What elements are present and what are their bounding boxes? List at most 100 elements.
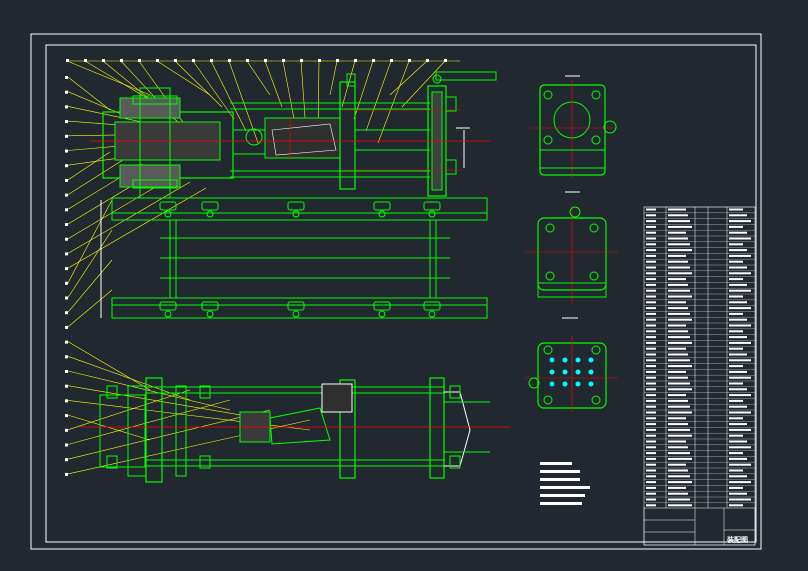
bolt-hole xyxy=(575,357,581,363)
bottom-section-view xyxy=(80,377,510,483)
table-row-text xyxy=(729,469,743,472)
table-row-text xyxy=(668,301,686,304)
table-row-text xyxy=(668,440,686,443)
leader-line xyxy=(67,289,113,328)
bolt-hole xyxy=(588,381,594,387)
bolt-hole xyxy=(591,395,601,405)
balloon-marker xyxy=(372,59,375,62)
table-row-text xyxy=(646,283,656,286)
balloon-marker xyxy=(444,59,447,62)
table-row-text xyxy=(668,394,686,397)
table-row-text xyxy=(729,486,743,489)
balloon-marker xyxy=(102,59,105,62)
table-row-text xyxy=(729,481,751,484)
table-row-text xyxy=(668,254,686,257)
table-row-text xyxy=(668,341,692,344)
clamp-block xyxy=(423,201,441,211)
table-row-text xyxy=(668,260,688,263)
balloon-marker xyxy=(210,59,213,62)
table-row-text xyxy=(668,457,692,460)
clamp-block xyxy=(287,201,305,211)
balloon-marker xyxy=(318,59,321,62)
table-row-text xyxy=(646,318,656,321)
bolt-hole xyxy=(562,369,568,375)
table-row-text xyxy=(729,272,751,275)
bolt-hole xyxy=(543,395,553,405)
table-row-text xyxy=(729,394,751,397)
bolt-hole xyxy=(588,369,594,375)
table-row-text xyxy=(668,492,688,495)
table-row-text xyxy=(646,376,656,379)
clamp-bolt xyxy=(292,310,300,318)
table-row-text xyxy=(729,283,747,286)
table-row-text xyxy=(668,243,690,246)
lower-rail xyxy=(111,297,488,319)
table-row-text xyxy=(729,208,743,211)
table-row-text xyxy=(646,365,656,368)
leader-line xyxy=(67,229,113,298)
clamp-block xyxy=(201,301,219,311)
table-row-text xyxy=(668,399,688,402)
table-row-text xyxy=(729,307,751,310)
bolt-hole xyxy=(543,90,553,100)
rail-assembly-view xyxy=(100,197,488,319)
table-row-text xyxy=(729,457,747,460)
balloon-marker xyxy=(408,59,411,62)
leader-line xyxy=(389,60,428,96)
leader-line xyxy=(282,60,295,120)
leader-line xyxy=(264,60,283,108)
bolt-hole xyxy=(543,345,553,355)
leader-line xyxy=(365,60,392,132)
table-row-text xyxy=(729,353,747,356)
table-row-text xyxy=(668,208,686,211)
side-view-bottom xyxy=(525,317,618,412)
table-row-text xyxy=(668,365,692,368)
table-row-text xyxy=(668,318,692,321)
bolt-hole xyxy=(575,381,581,387)
table-row-text xyxy=(646,341,656,344)
table-row-text xyxy=(668,469,688,472)
cylinder-hatch-lower xyxy=(119,164,181,188)
note-line xyxy=(540,462,572,465)
table-row-text xyxy=(668,295,692,298)
table-row-text xyxy=(729,365,743,368)
leader-line xyxy=(67,389,191,431)
table-row-text xyxy=(668,382,690,385)
leader-line xyxy=(401,60,446,108)
balloon-marker xyxy=(65,414,68,418)
table-row-text xyxy=(668,283,688,286)
side-view-bolt-holes xyxy=(543,90,601,405)
clamp-block xyxy=(287,301,305,311)
leader-line xyxy=(67,157,127,195)
leader-line xyxy=(67,187,207,269)
balloon-marker xyxy=(120,59,123,62)
balloon-marker xyxy=(65,355,68,359)
leader-line xyxy=(353,60,374,120)
clamp-bolt xyxy=(164,310,172,318)
table-row-text xyxy=(646,492,656,495)
leader-line xyxy=(67,400,311,431)
crosshead xyxy=(339,81,356,190)
table-row-text xyxy=(668,249,692,252)
title-block xyxy=(643,507,756,546)
table-row-text xyxy=(668,452,690,455)
note-line xyxy=(540,486,590,489)
clamp-block xyxy=(373,301,391,311)
table-row-text xyxy=(646,411,656,414)
upper-rail xyxy=(111,197,488,221)
leader-line xyxy=(67,199,113,283)
table-row-text xyxy=(646,399,656,402)
leader-line xyxy=(156,60,211,96)
leader-line xyxy=(246,60,271,96)
balloon-marker xyxy=(282,59,285,62)
table-row-text xyxy=(646,405,656,408)
leader-line xyxy=(67,385,271,421)
table-row-text xyxy=(729,434,743,437)
bottom-cylinder xyxy=(99,394,146,468)
balloon-marker xyxy=(300,59,303,62)
table-row-text xyxy=(668,475,690,478)
clamp-block xyxy=(201,201,219,211)
table-row-text xyxy=(668,370,686,373)
table-row-text xyxy=(646,475,656,478)
